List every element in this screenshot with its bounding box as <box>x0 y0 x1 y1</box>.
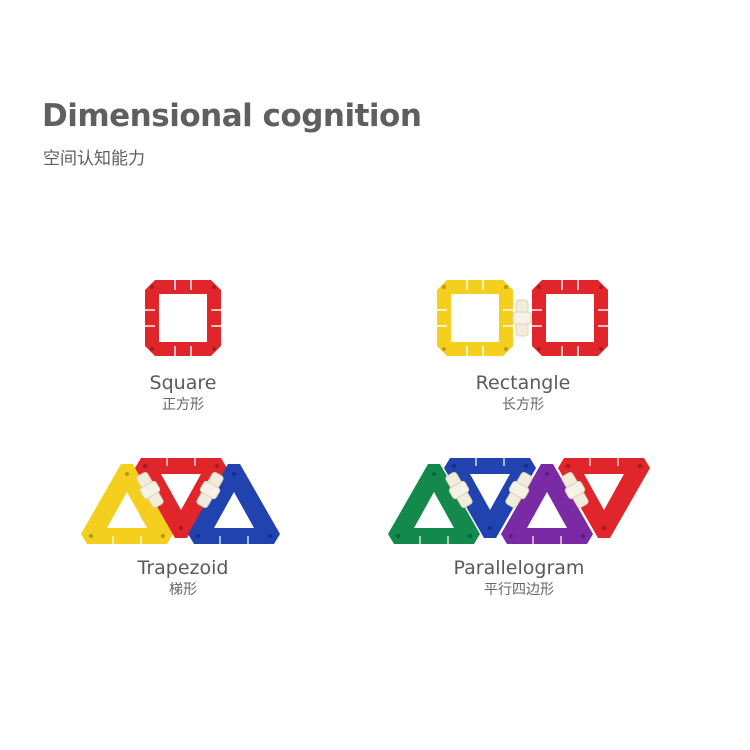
label-en: Parallelogram <box>453 557 585 579</box>
label-cn: 正方形 <box>162 397 204 413</box>
square-block-yellow <box>436 279 514 357</box>
label-en: Trapezoid <box>137 557 229 579</box>
label-cn: 长方形 <box>502 397 544 413</box>
label-en: Square <box>149 372 217 394</box>
page-title: Dimensional cognition <box>42 98 422 134</box>
label-rectangle: Rectangle 长方形 <box>403 371 643 415</box>
square-block-red <box>144 279 222 357</box>
label-en: Rectangle <box>475 372 571 394</box>
label-square: Square 正方形 <box>63 371 303 415</box>
label-cn: 平行四边形 <box>484 582 554 598</box>
label-trapezoid: Trapezoid 梯形 <box>63 556 303 600</box>
label-parallelogram: Parallelogram 平行四边形 <box>399 556 639 600</box>
square-block-red-2 <box>531 279 609 357</box>
page-subtitle: 空间认知能力 <box>43 149 145 169</box>
connector-clip <box>512 299 532 337</box>
label-cn: 梯形 <box>169 582 197 598</box>
